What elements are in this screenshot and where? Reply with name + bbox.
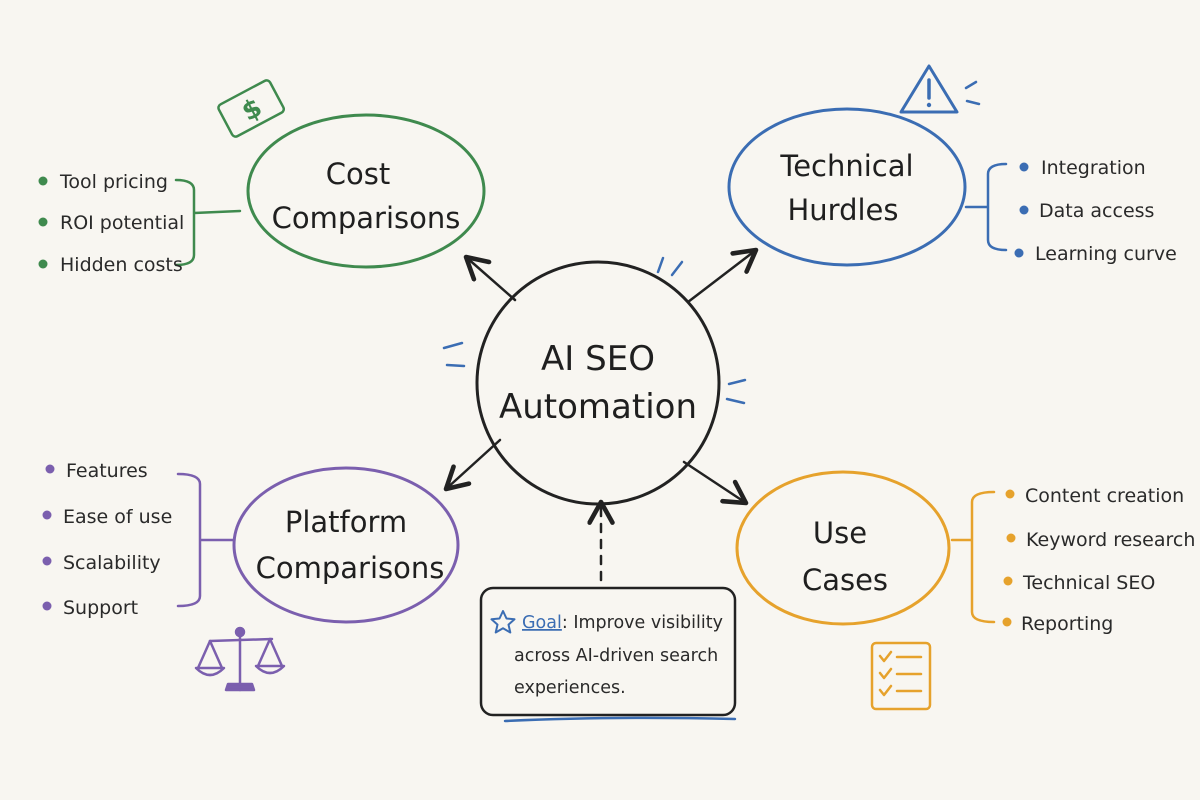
- usecases-bullet: [1003, 576, 1013, 586]
- goal-underline-accent: [503, 716, 737, 723]
- goal-line3: experiences.: [514, 678, 626, 698]
- cost-bullet: [38, 176, 48, 186]
- star-icon: [490, 610, 516, 634]
- cost-item: Tool pricing: [59, 171, 168, 193]
- platform-bullet: [42, 556, 52, 566]
- balance-scale-icon: [194, 626, 286, 692]
- platform-bullet: [45, 464, 55, 474]
- technical-item: Integration: [1041, 157, 1146, 179]
- platform-bracket: [176, 472, 235, 608]
- platform-item: Support: [63, 597, 138, 619]
- cost-bullet: [38, 259, 48, 269]
- technical-ellipse: [727, 107, 967, 267]
- arrow-to-technical: [686, 247, 759, 304]
- technical-bullet: [1019, 205, 1029, 215]
- usecases-bracket: [950, 490, 996, 624]
- cost-item: Hidden costs: [60, 254, 183, 276]
- arrow-to-usecases: [682, 460, 749, 506]
- technical-bullet: [1019, 162, 1029, 172]
- usecases-bullet: [1006, 533, 1016, 543]
- technical-title-line2: Hurdles: [787, 193, 898, 227]
- center-emphasis-marks: [442, 256, 747, 405]
- usecases-item: Reporting: [1021, 613, 1113, 635]
- goal-note-box: [479, 586, 737, 717]
- center-title-line1: AI SEO: [541, 339, 655, 379]
- warning-triangle-icon: [899, 64, 981, 114]
- cost-title-line1: Cost: [326, 157, 390, 191]
- usecases-title-line1: Use: [813, 516, 867, 550]
- cost-item: ROI potential: [60, 212, 184, 234]
- arrow-to-platform: [443, 438, 502, 492]
- goal-line1-text: : Improve visibility: [562, 613, 723, 633]
- goal-label: Goal: [522, 613, 562, 633]
- checklist-icon: [870, 641, 932, 711]
- branch-use-cases: Use Cases Content creation Keyword resea…: [735, 470, 1195, 711]
- connector-arrows: [443, 247, 759, 582]
- goal-line1: Goal: Improve visibility: [522, 613, 723, 633]
- usecases-item: Content creation: [1025, 485, 1184, 507]
- usecases-item: Keyword research: [1026, 529, 1195, 551]
- arrow-to-cost: [463, 254, 517, 302]
- platform-item: Features: [66, 460, 148, 482]
- cost-title-line2: Comparisons: [272, 201, 461, 235]
- goal-note: Goal: Improve visibility across AI-drive…: [479, 586, 737, 723]
- goal-line2: across AI-driven search: [514, 646, 718, 666]
- platform-title-line1: Platform: [285, 505, 407, 539]
- technical-item: Learning curve: [1035, 243, 1177, 265]
- dollar-tag-icon: $: [217, 79, 286, 138]
- platform-item: Ease of use: [63, 506, 172, 528]
- usecases-bullet: [1005, 489, 1015, 499]
- platform-title-line2: Comparisons: [256, 551, 445, 585]
- platform-bullet: [42, 510, 52, 520]
- branch-platform-comparisons: Platform Comparisons Features Ease of us…: [42, 460, 460, 692]
- usecases-ellipse: [735, 470, 951, 626]
- platform-item: Scalability: [63, 552, 161, 574]
- platform-ellipse: [232, 466, 460, 624]
- branch-cost-comparisons: Cost Comparisons Tool pricing ROI potent…: [38, 79, 486, 276]
- technical-bracket: [964, 162, 1008, 252]
- cost-ellipse: [246, 113, 486, 269]
- usecases-bullet: [1002, 617, 1012, 627]
- center-title-line2: Automation: [499, 387, 697, 427]
- technical-item: Data access: [1039, 200, 1154, 222]
- technical-bullet: [1014, 248, 1024, 258]
- platform-bullet: [42, 601, 52, 611]
- cost-bullet: [38, 217, 48, 227]
- usecases-title-line2: Cases: [802, 563, 888, 597]
- technical-title-line1: Technical: [779, 149, 913, 183]
- branch-technical-hurdles: Technical Hurdles Integration Data acces…: [727, 64, 1177, 267]
- cost-bracket: [174, 178, 242, 267]
- usecases-item: Technical SEO: [1022, 572, 1155, 594]
